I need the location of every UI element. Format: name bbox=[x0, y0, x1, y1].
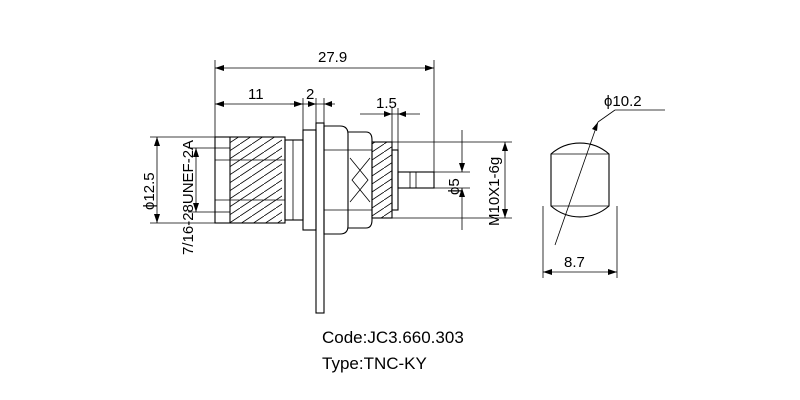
type-label: Type:TNC-KY bbox=[322, 354, 427, 373]
dim-flange-thickness: 2 bbox=[306, 86, 314, 103]
code-label: Code:JC3.660.303 bbox=[322, 328, 464, 347]
dim-dia-pin: ϕ5 bbox=[446, 178, 463, 195]
dim-thread-right: M10X1-6g bbox=[486, 157, 503, 226]
dimension-lines bbox=[150, 60, 512, 230]
dim-overall-length: 27.9 bbox=[318, 49, 347, 66]
mounting-plate bbox=[315, 122, 325, 314]
end-view bbox=[542, 109, 665, 278]
dim-left-length: 11 bbox=[248, 86, 264, 103]
dim-thread-left: 7/16-28UNEF-2A bbox=[180, 140, 197, 255]
dim-step: 1.5 bbox=[376, 95, 397, 112]
dim-dia-end: ϕ10.2 bbox=[604, 93, 642, 110]
connector-side-view bbox=[214, 122, 435, 314]
dim-dia-body: ϕ12.5 bbox=[141, 172, 158, 210]
hex-nut bbox=[323, 125, 349, 235]
dim-flat-width: 8.7 bbox=[564, 254, 585, 271]
